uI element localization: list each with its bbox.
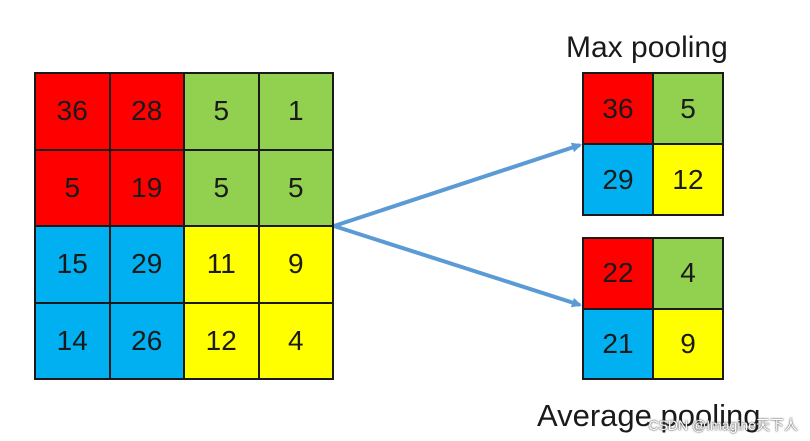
- input-cell: 12: [185, 303, 260, 380]
- watermark: CSDN @Imagine天下人: [648, 417, 798, 433]
- max-pooling-cell: 36: [584, 74, 654, 145]
- arrow-to-max-pooling: [333, 142, 582, 228]
- max-pooling-label: Max pooling: [566, 31, 728, 64]
- average-pooling-cell: 4: [654, 239, 724, 310]
- input-cell: 11: [185, 227, 260, 304]
- input-cell: 28: [110, 74, 185, 151]
- max-pooling-cell: 12: [654, 145, 724, 216]
- input-cell: 5: [185, 150, 260, 227]
- average-pooling-cell: 21: [584, 309, 654, 380]
- input-cell: 14: [36, 303, 111, 380]
- average-pooling-cell: 9: [654, 309, 724, 380]
- input-cell: 15: [36, 227, 111, 304]
- input-cell: 36: [36, 74, 111, 151]
- input-cell: 26: [110, 303, 185, 380]
- input-cell: 5: [185, 74, 260, 151]
- max-pooling-cell: 29: [584, 145, 654, 216]
- max-pooling-cell: 5: [654, 74, 724, 145]
- average-pooling-cell: 22: [584, 239, 654, 310]
- average-pooling-label: Average pooling: [537, 398, 761, 433]
- input-cell: 29: [110, 227, 185, 304]
- input-cell: 9: [259, 227, 334, 304]
- input-cell: 1: [259, 74, 334, 151]
- input-cell: 5: [36, 150, 111, 227]
- input-cell: 5: [259, 150, 334, 227]
- input-cell: 19: [110, 150, 185, 227]
- input-cell: 4: [259, 303, 334, 380]
- arrow-to-average-pooling: [333, 224, 582, 308]
